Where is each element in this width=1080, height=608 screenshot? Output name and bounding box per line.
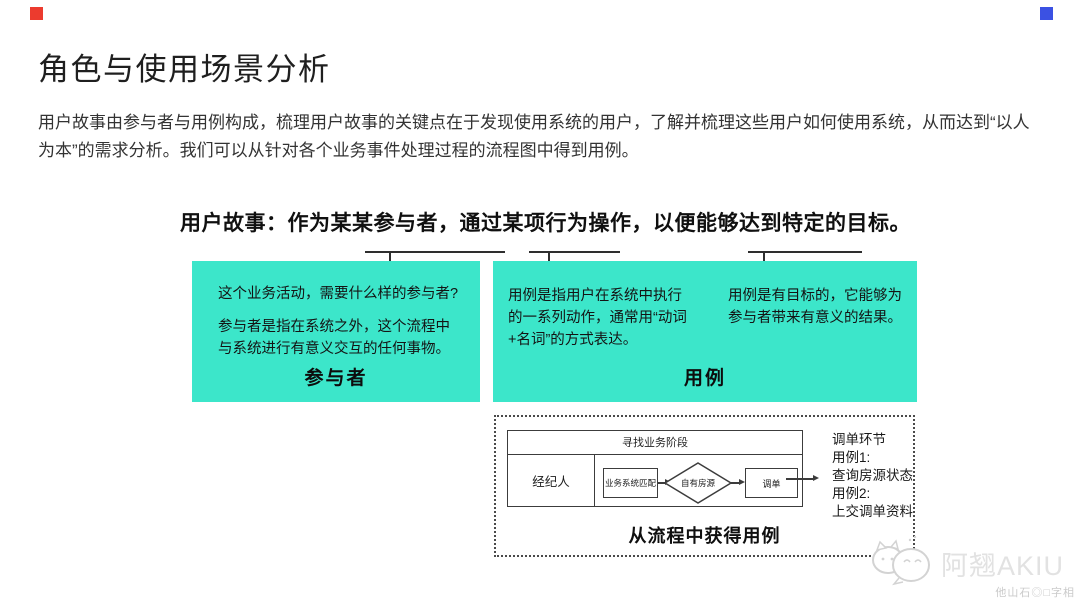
arrow-right-icon — [739, 479, 745, 485]
flow-arrow — [658, 482, 666, 484]
connector-stem — [763, 251, 765, 269]
flowchart-caption: 从流程中获得用例 — [628, 526, 781, 546]
participant-definition: 参与者是指在系统之外，这个流程中 与系统进行有意义交互的任何事物。 — [218, 319, 450, 357]
flow-step-order: 调单 — [745, 468, 798, 498]
flow-decision-label: 自有房源 — [680, 478, 715, 488]
blue-square-decoration — [1040, 7, 1053, 20]
sub-watermark: 他山石◎□字相 — [995, 587, 1075, 599]
flow-step-match: 业务系统匹配 — [603, 468, 658, 498]
usecase-annotation: 调单环节 用例1: 查询房源状态 用例2: 上交调单资料 — [832, 432, 913, 519]
swimlane-phase-header: 寻找业务阶段 — [508, 431, 802, 455]
flow-output-arrow — [786, 478, 814, 480]
connector-bar — [529, 251, 620, 253]
usecase-definition-left: 用例是指用户在系统中执行 的一系列动作，通常用“动词 +名词”的方式表达。 — [508, 288, 687, 348]
diamond-shape — [663, 462, 733, 504]
participant-definition-box: 这个业务活动，需要什么样的参与者? 参与者是指在系统之外，这个流程中 与系统进行… — [192, 261, 480, 402]
akiu-cat-logo — [869, 532, 935, 593]
user-story-formula: 用户故事：作为某某参与者，通过某项行为操作，以便能够达到特定的目标。 — [180, 212, 911, 235]
usecase-label: 用例 — [683, 368, 726, 389]
connector-bar — [748, 251, 862, 253]
participant-label: 参与者 — [304, 368, 368, 389]
usecase-definition-right: 用例是有目标的，它能够为 参与者带来有意义的结果。 — [728, 288, 902, 326]
flowchart-panel: 寻找业务阶段 经纪人 业务系统匹配 自有房源 调单 调单环节 用例1: 查询房源… — [494, 415, 915, 557]
flow-decision-diamond: 自有房源 — [663, 462, 733, 504]
brand-watermark: 阿翘AKIU — [941, 551, 1065, 581]
usecase-definition-box: 用例是指用户在系统中执行 的一系列动作，通常用“动词 +名词”的方式表达。 用例… — [493, 261, 917, 402]
swimlane-actor-label: 经纪人 — [508, 455, 595, 506]
arrow-right-icon — [813, 475, 819, 481]
page-title: 角色与使用场景分析 — [38, 52, 331, 87]
swimlane-table: 寻找业务阶段 经纪人 业务系统匹配 自有房源 调单 — [507, 430, 803, 507]
red-square-decoration — [30, 7, 43, 20]
connector-stem — [548, 251, 550, 269]
flow-arrow — [731, 482, 740, 484]
intro-paragraph: 用户故事由参与者与用例构成，梳理用户故事的关键点在于发现使用系统的用户，了解并梳… — [38, 113, 1030, 160]
participant-question: 这个业务活动，需要什么样的参与者? — [218, 286, 459, 302]
connector-bar — [365, 251, 505, 253]
connector-stem — [389, 251, 391, 269]
